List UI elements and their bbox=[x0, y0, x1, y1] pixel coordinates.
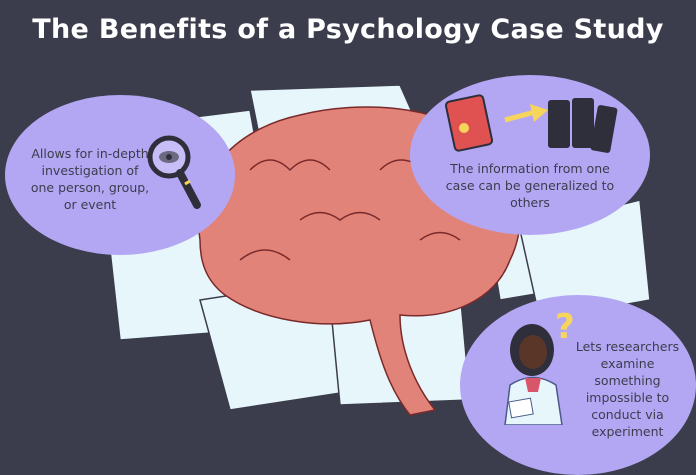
benefit-text-impossible: Lets researchers examine something impos… bbox=[575, 339, 680, 439]
page-title: The Benefits of a Psychology Case Study bbox=[32, 14, 664, 45]
thinking-researcher-icon: ? bbox=[504, 307, 575, 425]
benefit-bubble-in-depth bbox=[5, 95, 235, 255]
brain-and-papers-illustration bbox=[109, 84, 651, 416]
book-to-books-icon bbox=[444, 94, 618, 153]
magnifying-glass-eye-icon bbox=[147, 135, 201, 209]
benefit-text-generalized: The information from one case can be gen… bbox=[445, 161, 615, 210]
benefit-text-in-depth: Allows for in-depth investigation of one… bbox=[30, 146, 150, 212]
svg-text:?: ? bbox=[555, 307, 575, 347]
